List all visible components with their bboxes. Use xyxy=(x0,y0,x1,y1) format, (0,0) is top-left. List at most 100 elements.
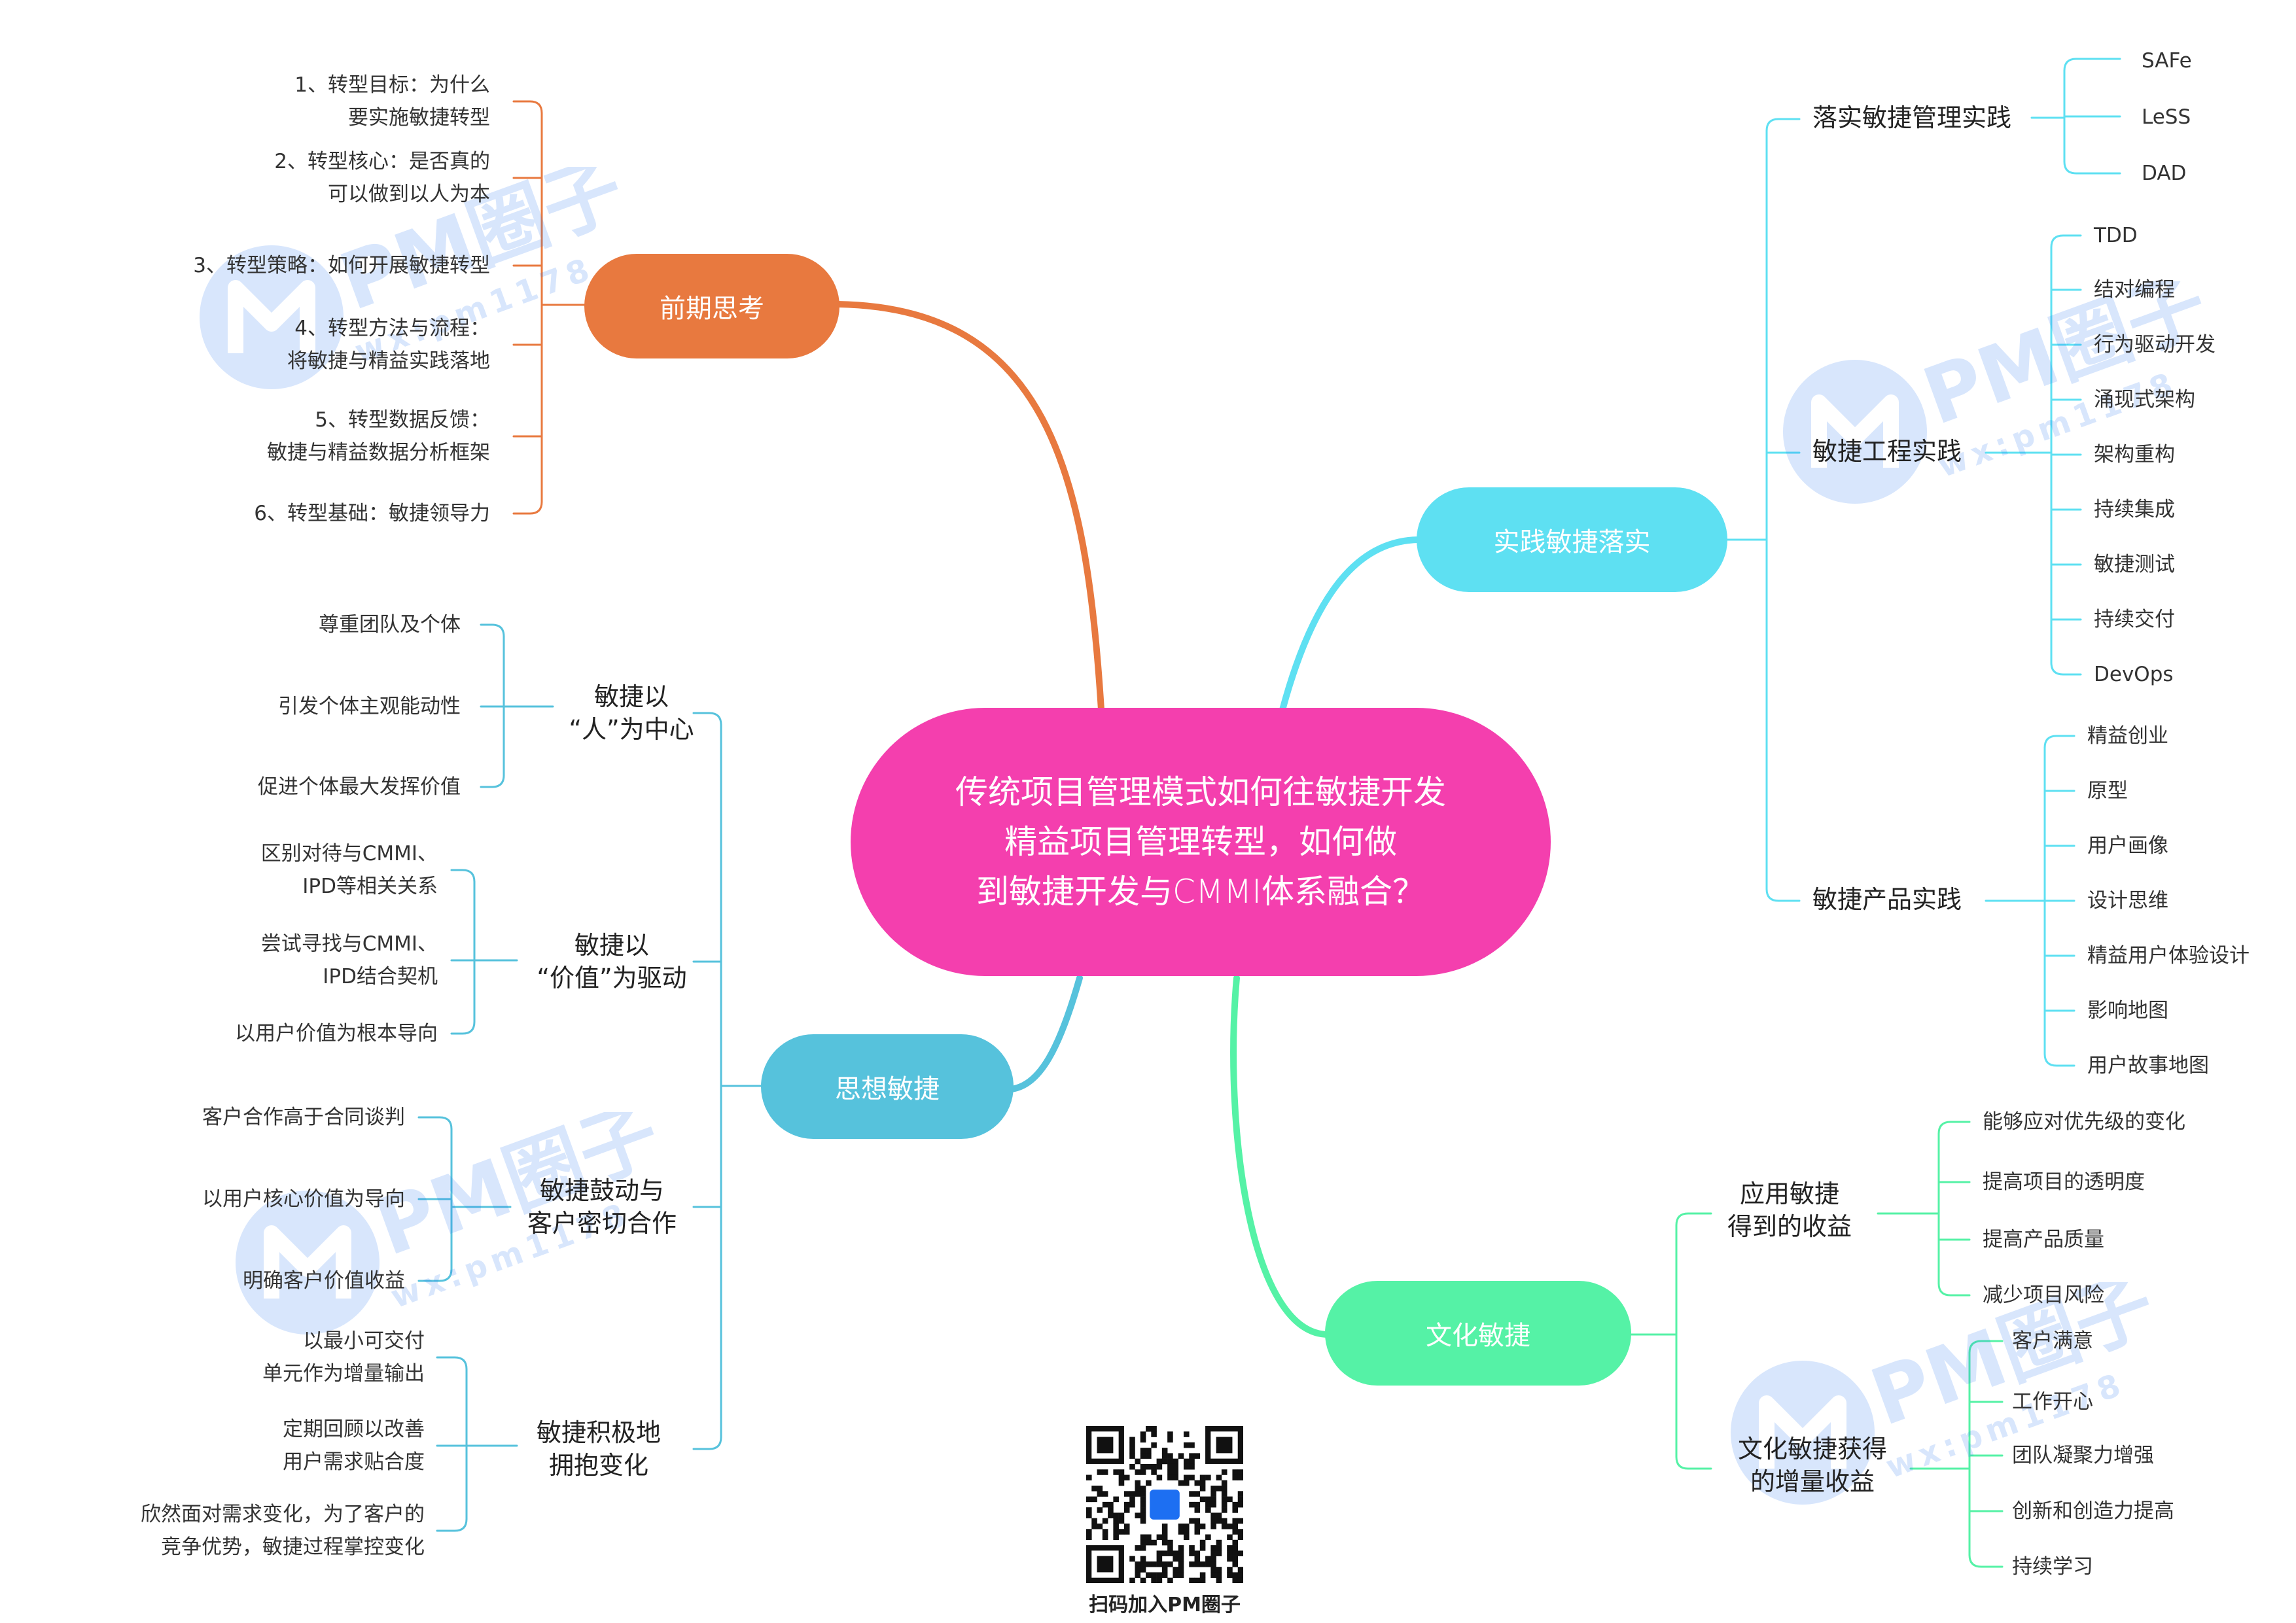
qr-module xyxy=(1151,1442,1157,1448)
prod-bracket-tick xyxy=(2043,735,2075,749)
qr-module xyxy=(1199,1561,1206,1567)
qr-module xyxy=(1194,1550,1201,1556)
culture-item: 团队凝聚力增强 xyxy=(2012,1444,2154,1467)
qr-module xyxy=(1113,1534,1119,1541)
qr-module xyxy=(1210,1545,1216,1551)
qr-module xyxy=(1167,1469,1173,1475)
qr-module xyxy=(1189,1475,1195,1481)
qr-module xyxy=(1221,1523,1227,1529)
prod-bracket-tick xyxy=(2043,1053,2075,1067)
change-bracket-tick xyxy=(436,1518,468,1532)
qr-module xyxy=(1161,1453,1168,1459)
qr-module xyxy=(1210,1567,1216,1573)
qr-module xyxy=(1151,1426,1157,1432)
qr-module xyxy=(1194,1561,1201,1567)
qr-module xyxy=(1135,1491,1141,1497)
qr-module xyxy=(1140,1501,1146,1508)
qr-module xyxy=(1232,1523,1239,1529)
qr-module xyxy=(1167,1545,1173,1551)
qr-module xyxy=(1227,1545,1233,1551)
qr-module xyxy=(1140,1431,1146,1437)
qr-module xyxy=(1227,1523,1233,1529)
practice-group-label: 敏捷工程实践 xyxy=(1812,437,1962,466)
qr-module xyxy=(1129,1442,1135,1448)
branch-culture[interactable]: 文化敏捷 xyxy=(1325,1281,1631,1386)
central-topic[interactable]: 传统项目管理模式如何往敏捷开发 精益项目管理转型，如何做 到敏捷开发与CMMI体… xyxy=(851,708,1551,976)
qr-caption: 扫码加入PM圈子 xyxy=(1089,1594,1241,1616)
branch-prep[interactable]: 前期思考 xyxy=(584,254,839,358)
qr-module xyxy=(1167,1577,1173,1584)
qr-module xyxy=(1237,1572,1244,1579)
qr-module xyxy=(1199,1572,1206,1579)
people-bracket-tick xyxy=(480,774,505,788)
qr-code[interactable] xyxy=(1086,1426,1244,1586)
practice-item: 涌现式架构 xyxy=(2094,388,2195,411)
qr-module xyxy=(1156,1572,1163,1579)
qr-module xyxy=(1199,1523,1206,1529)
qr-module xyxy=(1205,1496,1211,1503)
qr-module xyxy=(1102,1469,1108,1475)
qr-module xyxy=(1129,1496,1135,1503)
qr-module xyxy=(1108,1501,1114,1508)
practice-group-label: 落实敏捷管理实践 xyxy=(1812,103,2012,132)
qr-logo-icon xyxy=(1147,1487,1182,1522)
qr-module xyxy=(1140,1545,1146,1551)
practice-bracket-tick xyxy=(1765,888,1801,902)
qr-module xyxy=(1097,1523,1103,1529)
qr-module xyxy=(1178,1561,1184,1567)
qr-module xyxy=(1156,1458,1163,1465)
qr-module xyxy=(1123,1501,1130,1508)
qr-module xyxy=(1216,1486,1222,1492)
qr-module xyxy=(1237,1475,1244,1481)
qr-module xyxy=(1189,1501,1195,1508)
qr-module xyxy=(1210,1550,1216,1556)
qr-module xyxy=(1227,1572,1233,1579)
qr-module xyxy=(1146,1534,1152,1541)
qr-module xyxy=(1194,1507,1201,1513)
qr-module xyxy=(1189,1550,1195,1556)
qr-module xyxy=(1221,1501,1227,1508)
qr-finder xyxy=(1216,1437,1233,1454)
qr-module xyxy=(1102,1501,1108,1508)
qr-module xyxy=(1086,1507,1092,1513)
cust-bracket-tick xyxy=(417,1116,453,1130)
qr-module xyxy=(1113,1523,1119,1529)
qr-module xyxy=(1167,1475,1173,1481)
prep-item: 6、转型基础：敏捷领导力 xyxy=(254,502,490,525)
qr-module xyxy=(1156,1534,1163,1541)
branch-practice[interactable]: 实践敏捷落实 xyxy=(1417,487,1727,592)
eng-bracket-tick xyxy=(2050,234,2082,249)
qr-module xyxy=(1129,1491,1135,1497)
culture-item: 减少项目风险 xyxy=(1983,1283,2104,1307)
qr-module xyxy=(1097,1491,1103,1497)
qr-module xyxy=(1189,1458,1195,1465)
qr-module xyxy=(1221,1491,1227,1497)
qr-module xyxy=(1151,1463,1157,1470)
thought-item: 促进个体最大发挥价值 xyxy=(258,775,461,799)
qr-module xyxy=(1167,1458,1173,1465)
qr-module xyxy=(1140,1539,1146,1546)
qr-module xyxy=(1091,1496,1097,1503)
qr-module xyxy=(1199,1480,1206,1486)
thought-item: 客户合作高于合同谈判 xyxy=(202,1106,405,1129)
change-bracket-tick xyxy=(436,1356,468,1370)
qr-module xyxy=(1216,1567,1222,1573)
qr-module xyxy=(1151,1539,1157,1546)
prep-item: 5、转型数据反馈： 敏捷与精益数据分析框架 xyxy=(267,408,490,464)
branch-thought[interactable]: 思想敏捷 xyxy=(761,1034,1014,1139)
qr-module xyxy=(1183,1463,1190,1470)
qr-module xyxy=(1156,1475,1163,1481)
qr-module xyxy=(1178,1572,1184,1579)
qr-module xyxy=(1146,1426,1152,1432)
culture-item: 能够应对优先级的变化 xyxy=(1983,1110,2185,1134)
qr-module xyxy=(1216,1550,1222,1556)
qr-module xyxy=(1146,1480,1152,1486)
qr-module xyxy=(1194,1480,1201,1486)
qr-module xyxy=(1205,1501,1211,1508)
qr-module xyxy=(1146,1539,1152,1546)
benefit-bracket-tick xyxy=(1937,1282,1971,1297)
qr-module xyxy=(1129,1453,1135,1459)
culture-item: 工作开心 xyxy=(2012,1390,2093,1414)
qr-module xyxy=(1140,1556,1146,1562)
prep-item: 2、转型核心：是否真的 可以做到以人为本 xyxy=(274,150,490,206)
